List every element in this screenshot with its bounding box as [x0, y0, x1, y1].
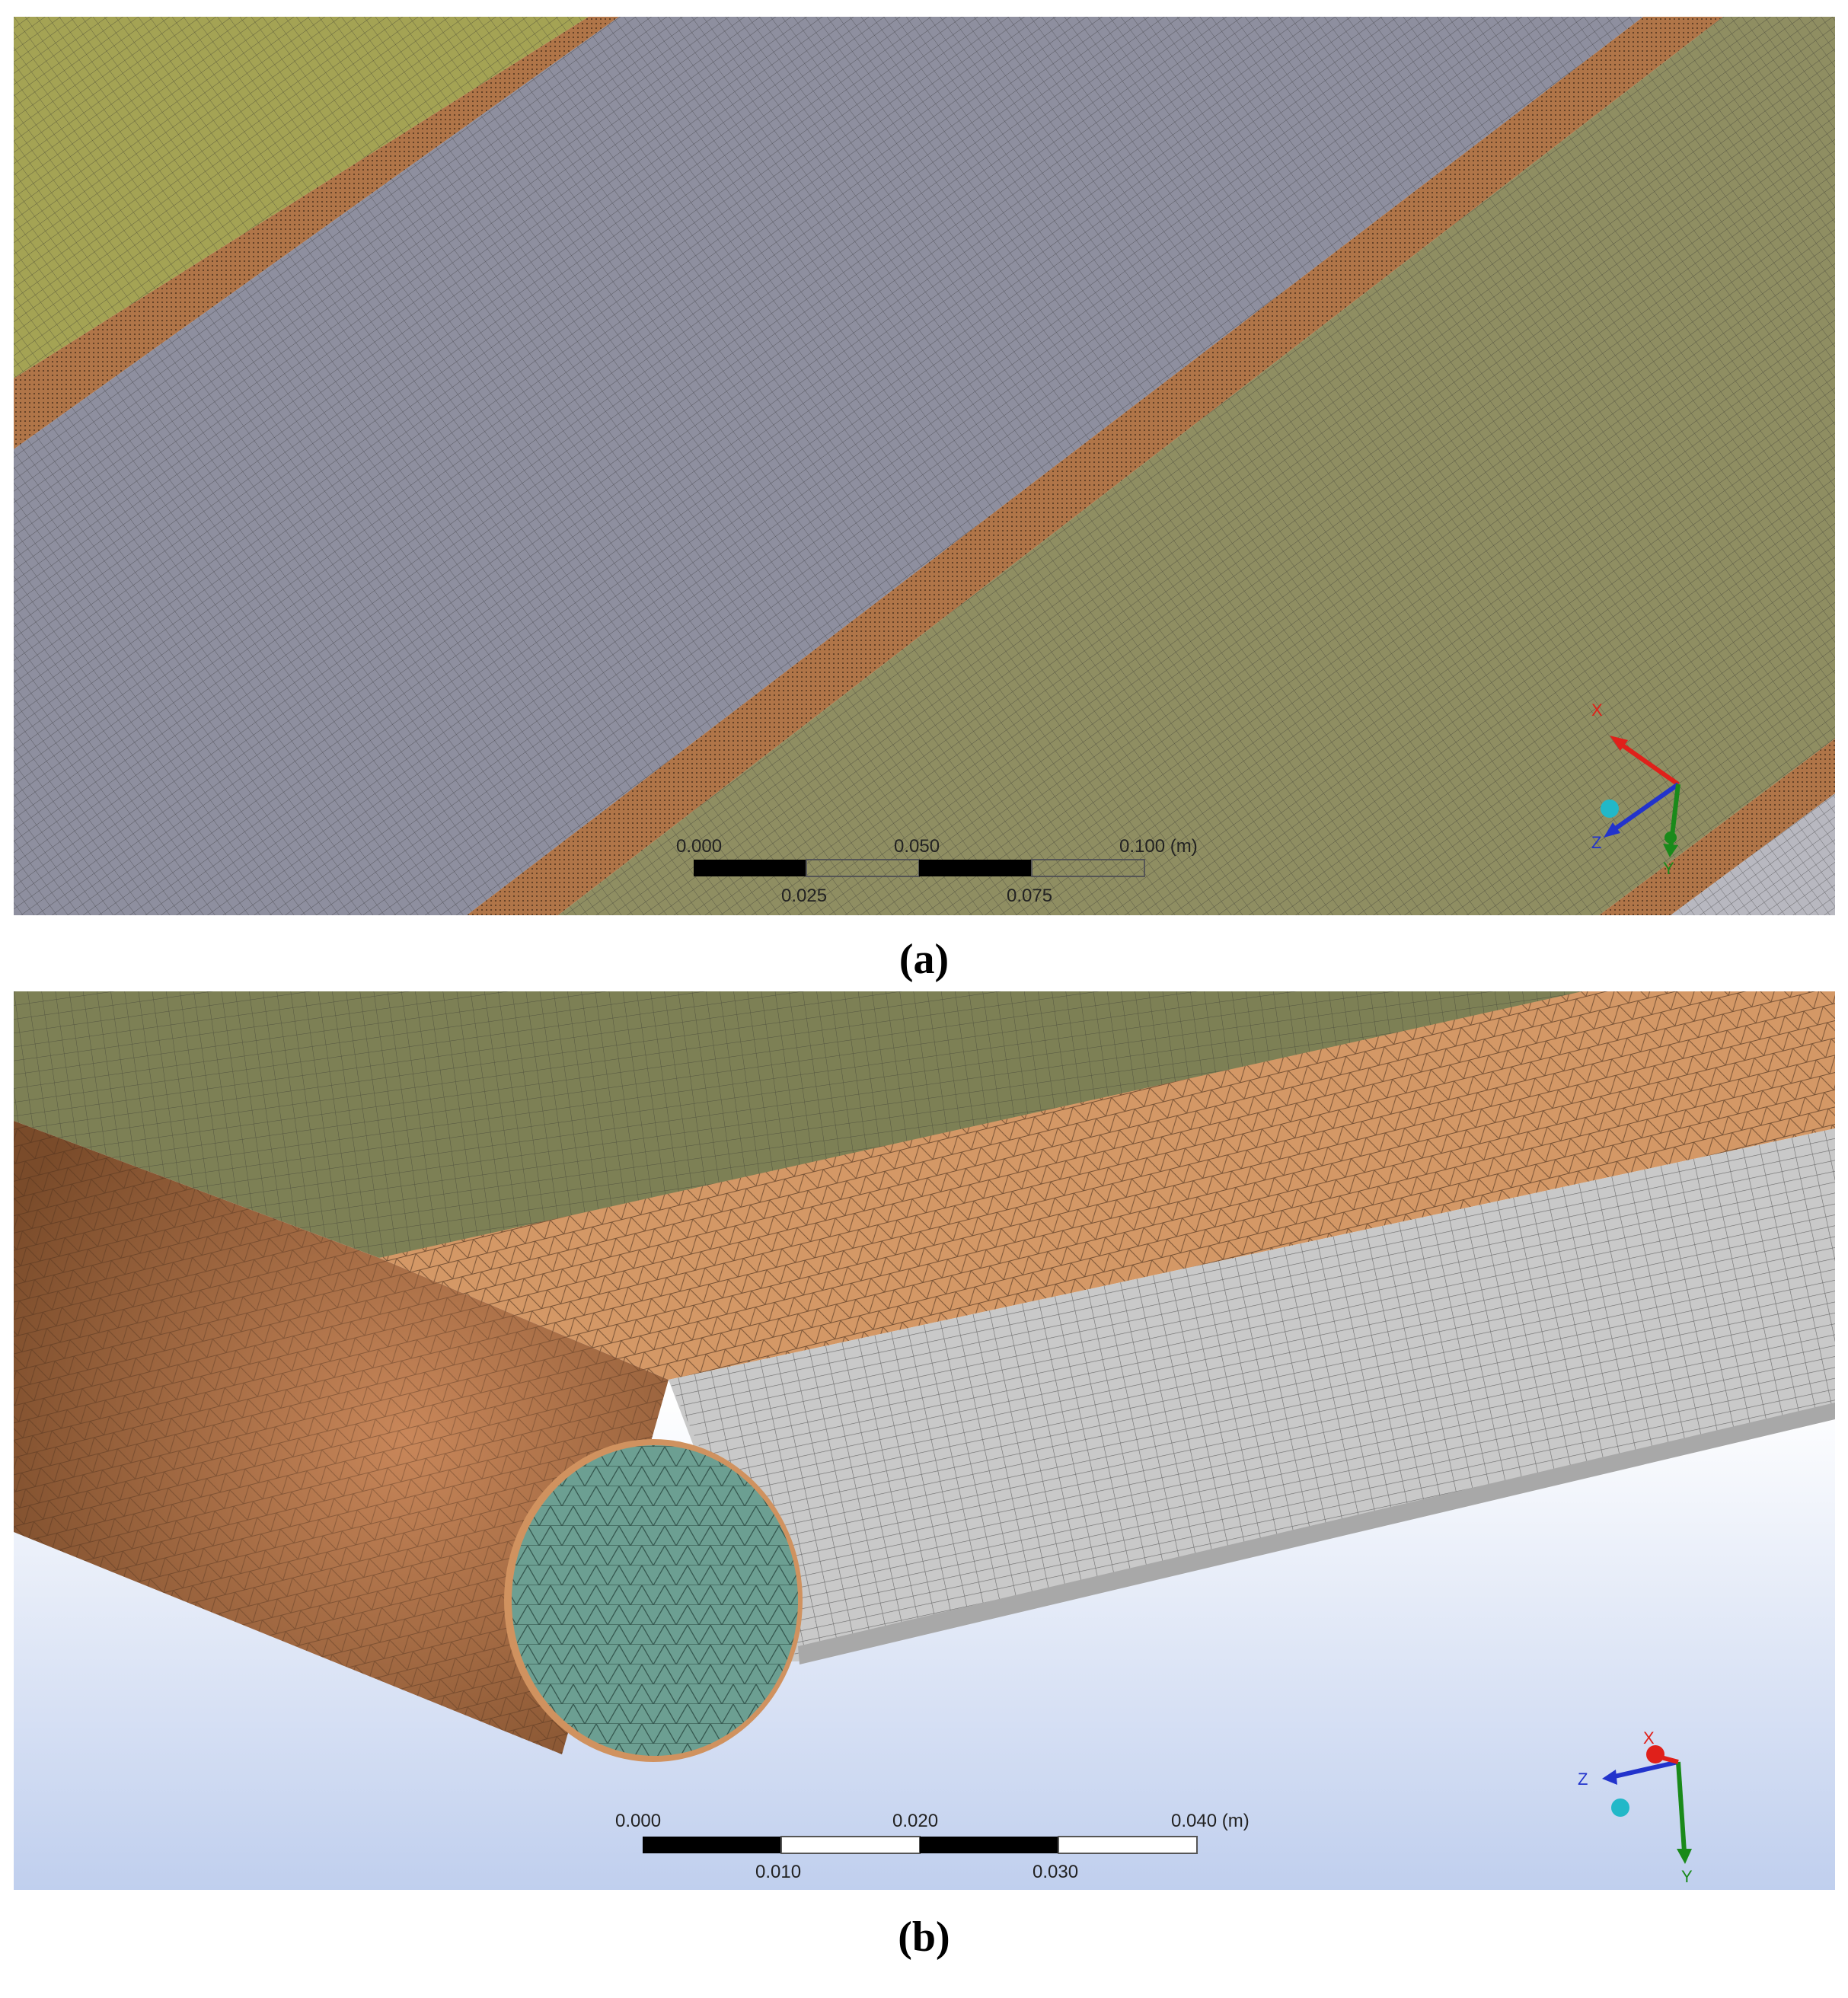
axis-label-z-a: Z: [1591, 833, 1601, 852]
mesh-view-b: 0.000 0.020 0.040 (m) 0.010 0.030 X Z Y: [14, 991, 1835, 1890]
axis-label-y-b: Y: [1681, 1867, 1693, 1886]
scale-label-a-0: 0.000: [676, 836, 722, 857]
scale-label-b-2: 0.040 (m): [1171, 1811, 1250, 1831]
caption-b: (b): [898, 1913, 950, 1961]
mesh-canvas-a: 0.000 0.050 0.100 (m) 0.025 0.075 X Z Y: [14, 17, 1835, 915]
mesh-view-a: 0.000 0.050 0.100 (m) 0.025 0.075 X Z Y: [14, 17, 1835, 915]
scale-bar-a: 0.000 0.050 0.100 (m) 0.025 0.075: [676, 836, 1198, 906]
axis-label-x-a: X: [1591, 701, 1603, 720]
scale-label-a-1: 0.050: [894, 836, 940, 857]
scale-label-b-0: 0.000: [615, 1811, 661, 1831]
axis-label-z-b: Z: [1578, 1770, 1588, 1789]
scale-label-a-2: 0.100 (m): [1119, 836, 1198, 857]
scale-label-b-3: 0.010: [755, 1862, 801, 1882]
axis-triad-a: X Z Y: [1591, 701, 1680, 878]
scale-label-a-4: 0.075: [1007, 886, 1052, 906]
axis-label-x-b: X: [1643, 1728, 1655, 1747]
scale-label-b-4: 0.030: [1033, 1862, 1078, 1882]
fin-plate-edge: [798, 1403, 1835, 1664]
mesh-canvas-b: 0.000 0.020 0.040 (m) 0.010 0.030 X Z Y: [14, 991, 1835, 1890]
axis-triad-b: X Z Y: [1578, 1728, 1693, 1886]
scale-label-a-3: 0.025: [781, 886, 827, 906]
scale-label-b-1: 0.020: [892, 1811, 938, 1831]
scale-bar-b: 0.000 0.020 0.040 (m) 0.010 0.030: [615, 1811, 1250, 1882]
axis-label-y-a: Y: [1663, 859, 1674, 878]
caption-a: (a): [898, 936, 950, 983]
